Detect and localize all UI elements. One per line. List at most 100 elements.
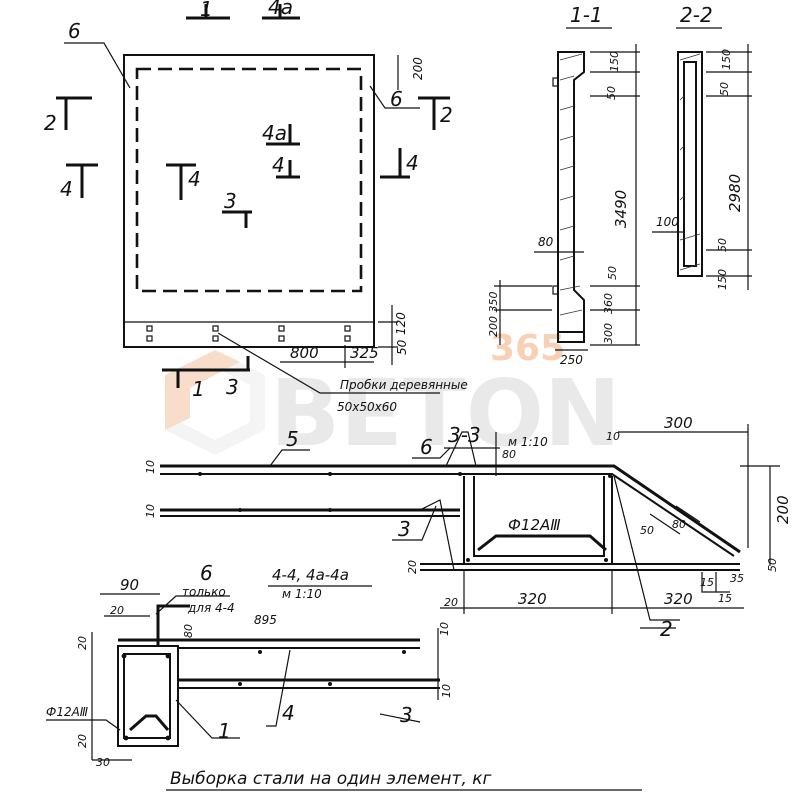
- section-3-3-dim-20: 20: [444, 596, 458, 609]
- plug-marker: [146, 325, 153, 332]
- plug-marker: [278, 335, 285, 342]
- section-2-right: 2: [440, 103, 453, 127]
- section-1-top: 1: [200, 0, 213, 21]
- drawing-stroke: [557, 332, 585, 343]
- drawing-stroke: [258, 650, 262, 654]
- drawing-stroke: [156, 604, 190, 646]
- drawing-stroke: [46, 719, 121, 731]
- section-1-1: 1-1 150 50 3490 50 360 300 80 200 350 25…: [487, 3, 640, 367]
- section-4-4-dim-80: 80: [182, 624, 195, 638]
- drawing-stroke: [683, 61, 697, 267]
- plugs-note-line2: 50x50x60: [337, 400, 397, 414]
- section-4-4-dim-20b: 20: [76, 636, 89, 650]
- drawing-stroke: [559, 53, 583, 316]
- section-3-3-dim-80: 80: [502, 448, 516, 461]
- section-4-4-note-line2: для 4-4: [187, 601, 235, 615]
- section-3-3-dim-15b: 15: [718, 592, 732, 605]
- section-1-1-dim-150: 150: [608, 51, 621, 72]
- plan-dim-120: 120: [394, 312, 408, 335]
- drawing-stroke: [701, 572, 730, 593]
- section-4-4-bar: Ф12АⅢ: [46, 705, 88, 719]
- drawing-stroke: [412, 447, 451, 459]
- section-4-4-mark-3: 3: [400, 703, 413, 727]
- drawing-stroke: [165, 735, 171, 741]
- watermark-logo-icon: [165, 350, 265, 455]
- plan-view: Пробки деревянные 50x50x60 6 6 1 4a 2 4 …: [44, 0, 468, 414]
- section-4-4-dim-10a: 10: [438, 622, 451, 636]
- section-3-3-dim-320a: 320: [518, 590, 547, 608]
- section-3-3-dim-320b: 320: [664, 590, 693, 608]
- drawing-stroke: [238, 682, 242, 686]
- drawing-stroke: [473, 476, 605, 557]
- section-1-1-dim-200-350: 200 350: [487, 292, 500, 338]
- plan-mark-6-top: 6: [68, 19, 81, 43]
- plan-mark-6-right-leader: [369, 85, 420, 109]
- section-4-left: 4: [60, 177, 73, 201]
- plan-dim-325: 325: [350, 344, 379, 362]
- section-3-mid: 3: [224, 189, 237, 213]
- drawing-stroke: [477, 534, 607, 552]
- section-3-3-mark-2: 2: [660, 617, 673, 641]
- plan-mark-6-top-leader: [64, 42, 131, 89]
- section-2-2-outline: [677, 51, 703, 277]
- plan-mark-6-right: 6: [390, 87, 403, 111]
- footer-caption: Выборка стали на один элемент, кг: [170, 769, 492, 789]
- section-3-3-bar: Ф12АⅢ: [508, 516, 561, 534]
- section-3-3-dim-20b: 20: [406, 560, 419, 574]
- section-4-right: 4: [406, 151, 419, 175]
- plugs-note-line1: Пробки деревянные: [340, 378, 468, 392]
- plug-marker: [344, 325, 351, 332]
- drawing-stroke: [328, 472, 332, 476]
- section-2-2-title: 2-2: [680, 3, 713, 27]
- section-3-3-dim-10b: 10: [144, 504, 157, 518]
- section-3-3-dim-10c: 10: [606, 430, 620, 443]
- section-1-1-dim-300: 300: [602, 323, 615, 344]
- section-4-4-mark-4: 4: [282, 701, 295, 725]
- drawing-stroke: [679, 53, 701, 271]
- plug-marker: [146, 335, 153, 342]
- drawing-stroke: [180, 367, 250, 440]
- watermark: BETON 365: [165, 328, 621, 467]
- section-2-2: 2-2 150 50 2980 50 150 100: [652, 3, 752, 290]
- drawing-stroke: [445, 431, 477, 467]
- section-3-3-mark-5: 5: [286, 427, 299, 451]
- plan-outline: [123, 54, 375, 348]
- section-2-2-dim-50: 50: [718, 82, 731, 96]
- section-3-3-dim-10a: 10: [144, 460, 157, 474]
- drawing-stroke: [379, 713, 421, 723]
- drawing-stroke: [608, 474, 612, 478]
- watermark-number: 365: [490, 328, 565, 369]
- section-4-4-note-line1: только: [182, 585, 226, 599]
- section-3-3-dim-50b: 50: [766, 558, 779, 572]
- drawing-stroke: [328, 682, 332, 686]
- section-3-bottom: 3: [226, 375, 239, 399]
- section-3-3-dim-15a: 15: [700, 576, 714, 589]
- drawing-stroke: [121, 653, 127, 659]
- drawing-stroke: [552, 77, 559, 87]
- section-1-1-dim-50: 50: [605, 86, 618, 100]
- drawing-stroke: [604, 558, 608, 562]
- drawing-stroke: [419, 499, 455, 571]
- plan-dim-800: 800: [290, 344, 319, 362]
- drawing-stroke: [328, 508, 332, 512]
- drawing-stroke: [458, 472, 462, 476]
- section-4-4-dim-10b: 10: [440, 684, 453, 698]
- section-3-3-mark-3: 3: [398, 517, 411, 541]
- drawing-stroke: [123, 735, 129, 741]
- section-2-left: 2: [44, 111, 57, 135]
- drawing-stroke: [160, 473, 735, 557]
- section-1-bottom: 1: [192, 377, 205, 401]
- section-4-4-dim-895: 895: [254, 613, 277, 627]
- section-3-3-scale: м 1:10: [508, 435, 548, 449]
- plan-inner-rebar-frame: [135, 67, 363, 293]
- section-4-4-dim-30: 30: [96, 756, 110, 769]
- drawing-stroke: [392, 505, 437, 541]
- drawing-stroke: [269, 449, 310, 467]
- section-2-2-dim-100: 100: [656, 215, 679, 229]
- drawing-stroke: [649, 505, 701, 535]
- section-1-1-dim-360: 360: [602, 293, 615, 314]
- section-4-4-mark-1: 1: [218, 719, 231, 743]
- drawing-stroke: [552, 285, 559, 295]
- plug-marker: [344, 335, 351, 342]
